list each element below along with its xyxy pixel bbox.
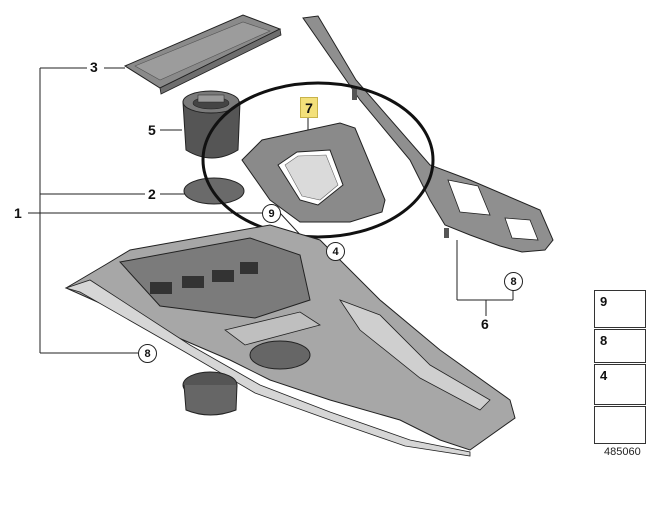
part-5-cup-holder [182, 90, 241, 159]
legend-item-4: 4 [594, 364, 646, 405]
callout-6: 6 [481, 316, 489, 332]
legend-item-8: 8 [594, 329, 646, 363]
circled-callout-8-left: 8 [138, 344, 157, 363]
highlight-oval [201, 81, 435, 239]
part-6-trim-strip [302, 15, 554, 253]
callout-2: 2 [148, 186, 156, 202]
part-7-shifter-trim [241, 122, 386, 223]
callout-3: 3 [90, 59, 98, 75]
legend-item-9: 9 [594, 290, 646, 328]
legend-number: 8 [600, 333, 608, 348]
circled-callout-9: 9 [262, 204, 281, 223]
part-3-tray-mat [123, 14, 282, 95]
circled-callout-4: 4 [326, 242, 345, 261]
circled-callout-8-right: 8 [504, 272, 523, 291]
callout-1: 1 [14, 205, 22, 221]
legend-number: 9 [600, 294, 608, 309]
callout-7-highlighted: 7 [300, 97, 318, 118]
legend-item-assembly [594, 406, 646, 444]
callout-5: 5 [148, 122, 156, 138]
legend-number: 4 [600, 368, 608, 383]
diagram-id: 485060 [604, 446, 641, 458]
part-1-center-console [64, 224, 516, 457]
